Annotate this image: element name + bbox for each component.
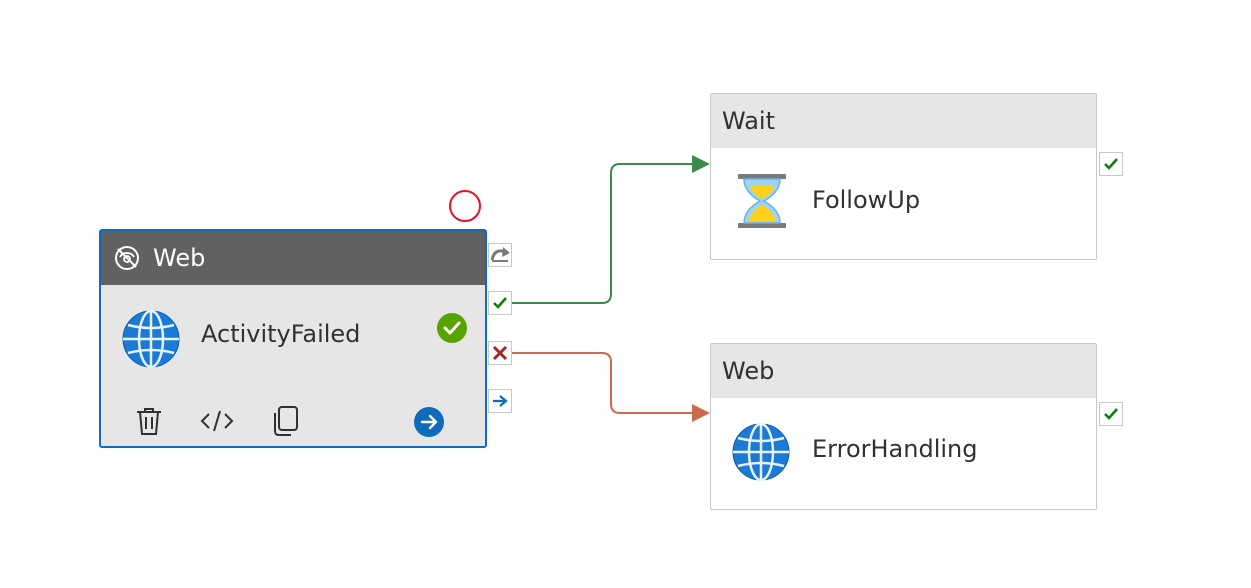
followup-wait-node[interactable]: Wait FollowUp bbox=[710, 93, 1097, 260]
wait-header: Wait bbox=[711, 94, 1096, 148]
deactivate-icon bbox=[115, 246, 139, 270]
activity-name: ErrorHandling bbox=[812, 435, 978, 463]
check-circle-icon bbox=[437, 313, 467, 343]
delete-button[interactable] bbox=[131, 403, 167, 439]
completion-arrow-icon bbox=[493, 395, 508, 407]
activity-type-label: Web bbox=[722, 357, 775, 385]
success-port[interactable] bbox=[488, 291, 512, 315]
followup-success-port[interactable] bbox=[1099, 152, 1123, 176]
copy-icon bbox=[274, 406, 298, 436]
success-check-icon bbox=[1104, 158, 1118, 170]
activity-name: FollowUp bbox=[812, 186, 921, 214]
completion-port[interactable] bbox=[488, 389, 512, 413]
activity-name: ActivityFailed bbox=[201, 320, 361, 348]
success-connector[interactable] bbox=[512, 163, 694, 304]
go-to-button[interactable] bbox=[412, 405, 446, 439]
failure-port[interactable] bbox=[488, 341, 512, 365]
go-to-icon bbox=[414, 407, 444, 437]
code-icon bbox=[200, 410, 234, 432]
skip-icon bbox=[490, 247, 510, 262]
failure-x-icon bbox=[492, 345, 508, 361]
web-header: Web bbox=[711, 344, 1096, 398]
success-check-icon bbox=[493, 297, 507, 309]
failure-connector[interactable] bbox=[512, 352, 694, 414]
activity-type-label: Web bbox=[153, 244, 206, 272]
failure-connector-arrowhead bbox=[692, 404, 710, 422]
activity-failed-node[interactable]: Web ActivityFailed bbox=[99, 229, 487, 448]
breakpoint-circle-icon[interactable] bbox=[449, 190, 481, 222]
copy-button[interactable] bbox=[267, 403, 303, 439]
globe-icon bbox=[122, 309, 180, 369]
skip-port[interactable] bbox=[488, 243, 512, 267]
errorhandling-web-node[interactable]: Web ErrorHandling bbox=[710, 343, 1097, 510]
code-button[interactable] bbox=[197, 403, 237, 439]
globe-icon bbox=[732, 422, 790, 482]
success-check-icon bbox=[1104, 408, 1118, 420]
activity-failed-header: Web bbox=[101, 231, 485, 285]
activity-type-label: Wait bbox=[722, 107, 775, 135]
hourglass-icon bbox=[738, 174, 786, 228]
success-connector-arrowhead bbox=[692, 155, 710, 173]
errorhandling-success-port[interactable] bbox=[1099, 402, 1123, 426]
delete-icon bbox=[137, 408, 161, 435]
